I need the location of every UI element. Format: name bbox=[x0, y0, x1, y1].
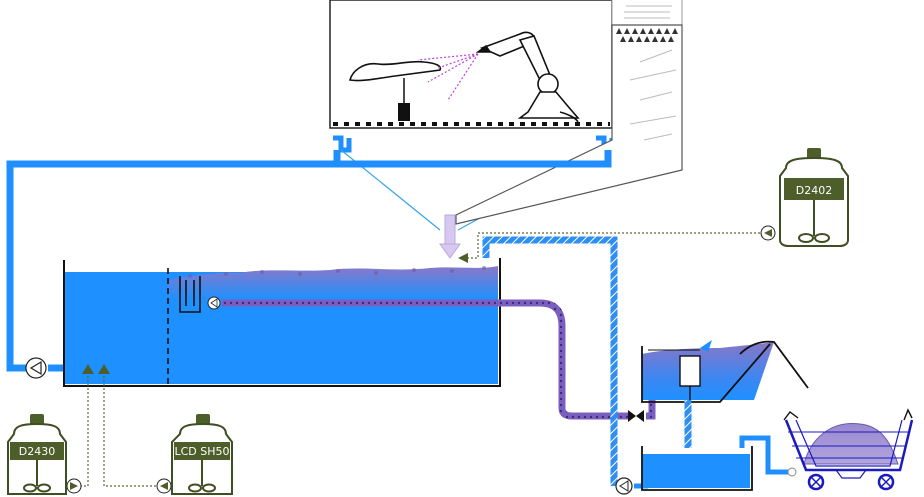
cart-feed-pipe bbox=[739, 435, 790, 475]
spray-robot-icon bbox=[475, 31, 580, 123]
return-pipe bbox=[6, 150, 341, 372]
mixer-icon bbox=[798, 200, 830, 243]
spray-cone bbox=[417, 53, 479, 101]
pump-icon bbox=[207, 296, 221, 310]
tank-label: D2402 bbox=[796, 184, 832, 197]
workpiece-icon bbox=[349, 60, 442, 121]
pump-icon bbox=[760, 225, 776, 241]
inflow-arrow-icon bbox=[439, 214, 461, 259]
main-tank bbox=[63, 258, 501, 387]
skimmer bbox=[179, 276, 201, 313]
mixer-icon bbox=[188, 460, 216, 493]
clear-water-tank bbox=[641, 446, 753, 491]
pump-icon bbox=[156, 478, 172, 494]
pump-icon bbox=[25, 357, 47, 379]
tank-label: LCD SH50 bbox=[174, 445, 229, 458]
clarified-water-pipe bbox=[482, 236, 618, 486]
valve-icon bbox=[628, 410, 644, 422]
tank-label: D2430 bbox=[19, 445, 55, 458]
flotation-unit bbox=[641, 340, 809, 403]
sludge-pipe bbox=[222, 299, 628, 420]
chemical-tank-d2430: D2430 bbox=[7, 414, 67, 495]
spray-booth bbox=[329, 0, 615, 231]
pump-icon bbox=[615, 477, 633, 495]
dosing-lines bbox=[68, 232, 760, 487]
mixer-icon bbox=[23, 460, 51, 493]
exhaust-duct bbox=[455, 0, 683, 225]
chemical-tank-lcd-sh50: LCD SH50 bbox=[171, 414, 233, 495]
pump-icon bbox=[66, 478, 82, 494]
arrow-icon bbox=[82, 253, 468, 374]
chemical-tank-d2402: D2402 bbox=[779, 148, 849, 247]
cart-icon bbox=[783, 408, 914, 491]
